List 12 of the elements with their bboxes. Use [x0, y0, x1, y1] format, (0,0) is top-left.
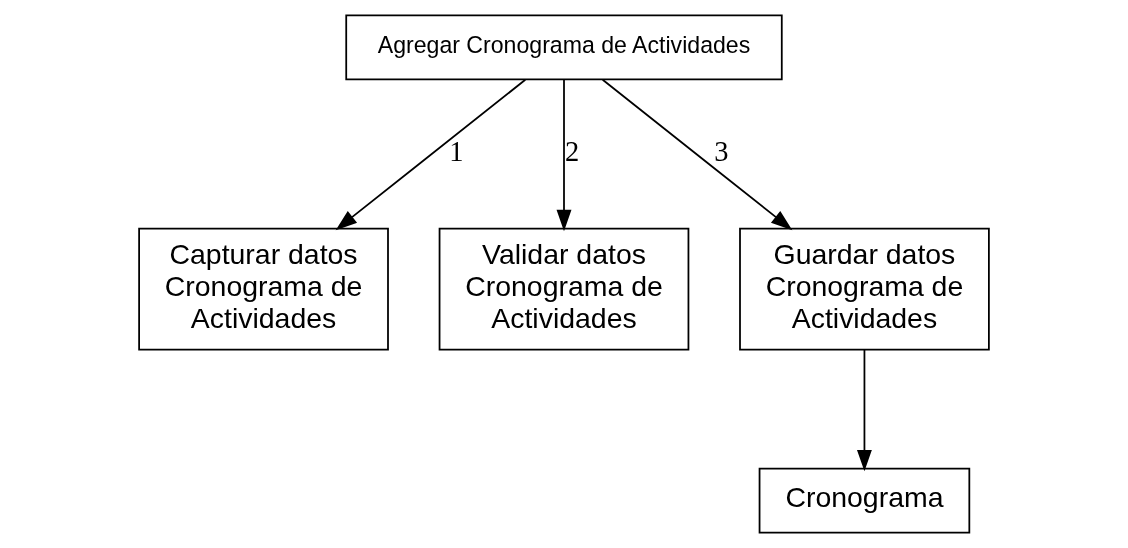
- arrow: [601, 78, 793, 231]
- arrow: [856, 349, 872, 472]
- edge-label: 2: [564, 135, 580, 167]
- edge-label: 3: [714, 135, 729, 167]
- edge-label: 1: [449, 135, 464, 167]
- node-box: Cronograma: [758, 467, 971, 534]
- arrow: [556, 78, 572, 232]
- arrow: [335, 78, 527, 231]
- node-box: Validar datos Cronograma de Actividades: [438, 227, 690, 351]
- node-box: Agregar Cronograma de Actividades: [345, 14, 783, 81]
- node-box: Capturar datos Cronograma de Actividades: [138, 227, 389, 351]
- node-box: Guardar datos Cronograma de Actividades: [739, 227, 990, 351]
